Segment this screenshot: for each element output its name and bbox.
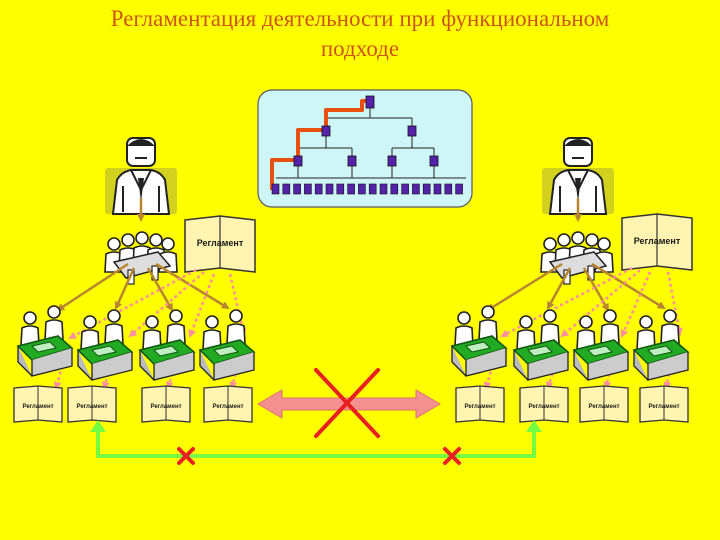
open-book-icon: Регламент (519, 385, 569, 423)
manager-group-icon (541, 232, 613, 284)
org-chart-node (444, 183, 453, 195)
title-line-2: подходе (320, 36, 400, 61)
open-book-icon: Регламент (203, 385, 253, 423)
regulation-link-arrow (53, 359, 66, 390)
manager-to-worker-arrow (155, 262, 230, 310)
open-book-icon: Регламент (184, 215, 256, 273)
book-label: Регламент (528, 404, 559, 410)
manager-group-icon (105, 232, 177, 284)
org-chart-node (390, 183, 399, 195)
worker-at-desk-icon (634, 310, 688, 380)
cross-icon (314, 368, 380, 438)
org-chart-node (304, 183, 312, 195)
org-chart-node (293, 183, 301, 195)
worker-books: Регламент Регламент Регламент Регламент Регл… (13, 385, 689, 423)
org-chart-node (271, 183, 280, 195)
regulation-link-arrow (666, 271, 683, 336)
book-label: Регламент (150, 404, 181, 410)
org-chart-node (314, 183, 323, 195)
org-chart-node (336, 183, 345, 195)
worker-at-desk-icon (18, 306, 72, 376)
org-chart-node (282, 183, 291, 195)
open-book-icon: Регламент (621, 213, 693, 271)
org-chart-node (412, 183, 420, 195)
org-chart-node (325, 183, 334, 195)
worker-at-desk-icon (140, 310, 194, 380)
org-chart-icon (257, 89, 473, 208)
org-chart-node (401, 183, 409, 195)
open-book-icon: Регламент (141, 385, 191, 423)
manager-to-worker-arrow (591, 262, 666, 310)
regulation-link-arrow (128, 271, 205, 338)
book-label: Регламент (197, 238, 244, 248)
manager-to-worker-arrow (56, 262, 129, 312)
book-label: Регламент (588, 404, 619, 410)
org-chart-node (358, 183, 366, 195)
org-chart-node (368, 183, 377, 195)
open-book-icon: Регламент (639, 385, 689, 423)
book-label: Регламент (634, 236, 681, 246)
manager-to-worker-arrow (114, 267, 136, 310)
book-label: Регламент (22, 404, 53, 410)
org-chart-node (422, 183, 431, 195)
book-label: Регламент (648, 404, 679, 410)
book-label: Регламент (464, 404, 495, 410)
title-line-1: Регламентация деятельности при функциона… (110, 6, 610, 31)
worker-at-desk-icon (514, 310, 568, 380)
regulation-link-arrow (228, 273, 247, 336)
manager-to-worker-arrow (486, 262, 563, 312)
arrowhead-icon (526, 420, 542, 432)
open-book-icon: Регламент (67, 385, 117, 423)
worker-at-desk-icon (574, 310, 628, 380)
manager-to-worker-arrow (146, 267, 174, 312)
org-chart-node (433, 183, 442, 195)
arrowhead-icon (90, 420, 106, 432)
manager-to-worker-arrow (582, 267, 610, 312)
regulation-link-arrow (188, 273, 216, 338)
regulation-link-arrow (560, 269, 641, 338)
worker-at-desk-icon (200, 310, 254, 380)
book-label: Регламент (212, 404, 243, 410)
org-chart-node (379, 183, 388, 195)
left-division: Регламент (18, 137, 256, 390)
manager-to-worker-arrow (546, 267, 572, 310)
right-division: Регламент (452, 137, 693, 390)
org-chart-node (347, 183, 355, 195)
open-book-icon: Регламент (13, 385, 63, 423)
regulation-link-arrow (545, 361, 558, 390)
worker-at-desk-icon (452, 306, 506, 376)
regulation-link-arrow (483, 359, 496, 390)
blocked-communication-connector (90, 420, 542, 465)
book-label: Регламент (76, 404, 107, 410)
org-chart-node (455, 183, 463, 195)
open-book-icon: Регламент (455, 385, 505, 423)
slide-title: Регламентация деятельности при функциона… (0, 4, 720, 64)
open-book-icon: Регламент (579, 385, 629, 423)
